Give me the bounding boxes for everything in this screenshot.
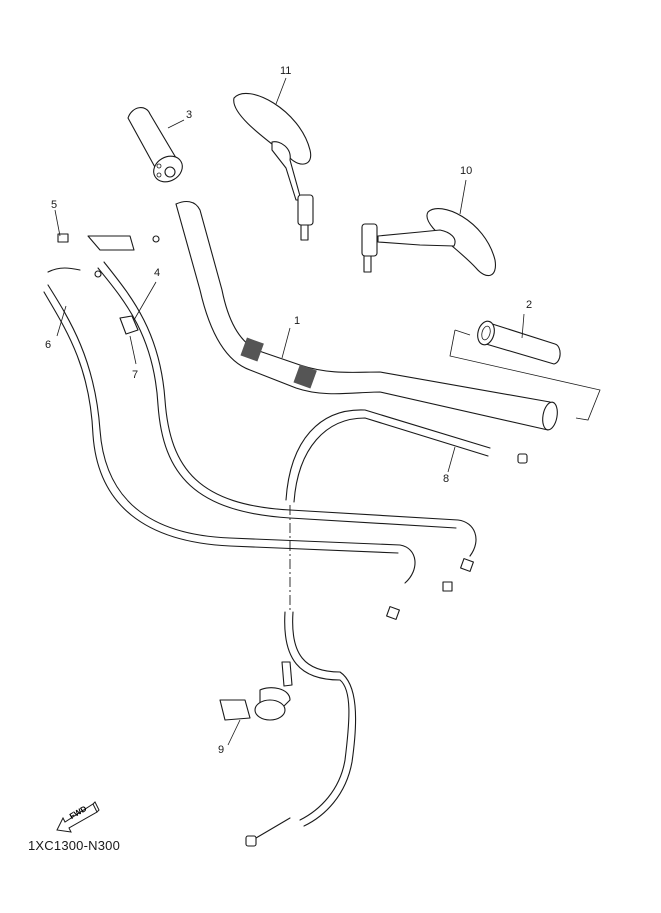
- handlebar: [175, 200, 558, 431]
- clutch-cable-upper: [285, 409, 528, 503]
- cable-holder: [219, 661, 293, 721]
- clutch-cable-lower: [245, 611, 357, 847]
- callout-4: 4: [154, 267, 161, 279]
- grip: [449, 320, 601, 421]
- callout-7: 7: [132, 369, 139, 381]
- callout-2: 2: [526, 299, 533, 311]
- callout-11: 11: [280, 65, 292, 77]
- throttle-grip: [127, 107, 183, 183]
- mirror-right: [361, 208, 497, 277]
- callout-6: 6: [45, 339, 52, 351]
- leader-lines: [54, 77, 525, 746]
- part-code-caption: 1XC1300-N300: [28, 838, 121, 853]
- callout-10: 10: [460, 165, 473, 177]
- callout-8: 8: [443, 473, 450, 485]
- forward-direction-arrow: FWD: [55, 800, 105, 841]
- throttle-cables: [43, 233, 477, 620]
- callout-5: 5: [51, 199, 58, 211]
- callout-3: 3: [186, 109, 193, 121]
- callout-9: 9: [218, 744, 225, 756]
- callout-1: 1: [294, 315, 301, 327]
- mirror-left: [233, 92, 314, 241]
